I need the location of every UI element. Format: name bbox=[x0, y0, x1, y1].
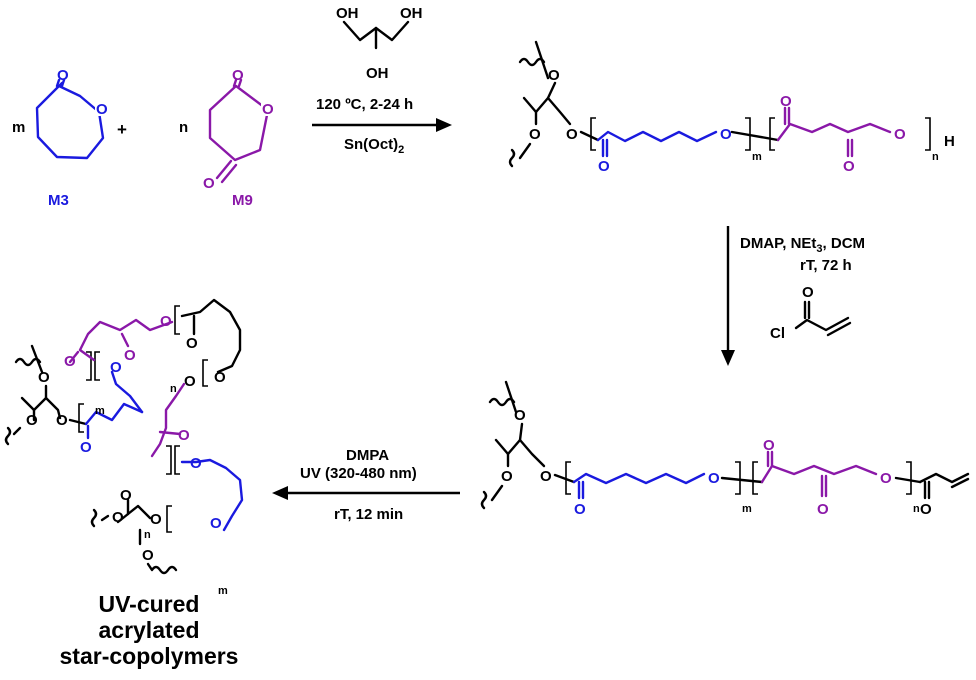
m9-label: M9 bbox=[232, 192, 253, 209]
net-o-4: O bbox=[184, 373, 196, 390]
product-title: UV-cured acrylated star-copolymers bbox=[60, 591, 239, 669]
monomer-m9: n O O O M9 bbox=[179, 67, 275, 209]
title-line-2: acrylated bbox=[98, 617, 199, 643]
m3-label: M3 bbox=[48, 192, 69, 209]
p2-ester-o-blue: O bbox=[574, 501, 586, 518]
p2-chain-o-purple: O bbox=[880, 470, 892, 487]
p1-chain-o-purple: O bbox=[894, 126, 906, 143]
acryloyl-o: O bbox=[802, 284, 814, 301]
net-chain-o-3: O bbox=[190, 455, 202, 472]
net-o-8: O bbox=[142, 547, 154, 564]
p1-o-left: O bbox=[529, 126, 541, 143]
p1-ketone-o-2: O bbox=[843, 158, 855, 175]
p1-o-right: O bbox=[566, 126, 578, 143]
step1-arrowhead bbox=[436, 118, 452, 132]
p2-ketone-o-2: O bbox=[817, 501, 829, 518]
title-line-3: star-copolymers bbox=[60, 643, 239, 669]
p1-sub-n: n bbox=[932, 151, 939, 163]
net-chain-o-2: O bbox=[160, 313, 172, 330]
p1-terminal-h: H bbox=[944, 133, 955, 150]
step2-line1: DMAP, NEt3, DCM bbox=[740, 235, 865, 255]
m9-carbonyl-o: O bbox=[232, 67, 244, 84]
net-ketone-o-3: O bbox=[178, 427, 190, 444]
p1-sub-m: m bbox=[752, 151, 762, 163]
m9-coefficient: n bbox=[179, 119, 188, 136]
net-o-3: O bbox=[56, 412, 68, 429]
net-ester-o-1: O bbox=[80, 439, 92, 456]
p2-o-left: O bbox=[501, 468, 513, 485]
m3-ring-o: O bbox=[96, 101, 108, 118]
m9-ring-o: O bbox=[262, 101, 274, 118]
step2-line2: rT, 72 h bbox=[800, 257, 852, 274]
net-o-6: O bbox=[112, 509, 124, 526]
monomer-m3: m O O M3 bbox=[12, 67, 109, 209]
p2-acrylate-o: O bbox=[920, 501, 932, 518]
plus-sign: + bbox=[117, 120, 127, 139]
step1: OH OH OH 120 ºC, 2-24 h Sn(Oct)2 bbox=[312, 5, 452, 156]
p2-ketone-o-1: O bbox=[763, 437, 775, 454]
step2-arrowhead bbox=[721, 350, 735, 366]
glycerol-oh-3: OH bbox=[366, 65, 389, 82]
step1-catalyst: Sn(Oct)2 bbox=[344, 136, 404, 156]
net-sub-n-1: n bbox=[170, 383, 177, 395]
product-1: O O O O O m O O O n H bbox=[508, 40, 955, 175]
net-sub-n-2: n bbox=[144, 529, 151, 541]
acryloyl-cl: Cl bbox=[770, 325, 785, 342]
net-o-5: O bbox=[120, 487, 132, 504]
step3-line1: DMPA bbox=[346, 447, 389, 464]
step2: DMAP, NEt3, DCM rT, 72 h O Cl bbox=[721, 226, 865, 366]
net-acrylate-o-1: O bbox=[186, 335, 198, 352]
net-ketone-o-1: O bbox=[64, 353, 76, 370]
title-line-1: UV-cured bbox=[99, 591, 200, 617]
step3-arrowhead bbox=[272, 486, 288, 500]
net-chain-o-1: O bbox=[110, 359, 122, 376]
m9-keto-o: O bbox=[203, 175, 215, 192]
net-acrylate-o-2: O bbox=[214, 369, 226, 386]
net-ketone-o-2: O bbox=[124, 347, 136, 364]
net-ester-o-2: O bbox=[210, 515, 222, 532]
p2-sub-n: n bbox=[913, 503, 920, 515]
glycerol-oh-1: OH bbox=[336, 5, 359, 22]
step3-line3: rT, 12 min bbox=[334, 506, 403, 523]
net-sub-m-2: m bbox=[218, 585, 228, 597]
p2-sub-m: m bbox=[742, 503, 752, 515]
p2-chain-o-blue: O bbox=[708, 470, 720, 487]
p1-o-top: O bbox=[548, 67, 560, 84]
product-2: O O O O O m O O O n O bbox=[480, 380, 970, 518]
step3: DMPA UV (320-480 nm) rT, 12 min bbox=[272, 447, 460, 523]
net-o-1: O bbox=[38, 369, 50, 386]
net-o-2: O bbox=[26, 412, 38, 429]
step3-line2: UV (320-480 nm) bbox=[300, 465, 417, 482]
p2-o-right: O bbox=[540, 468, 552, 485]
p1-ketone-o-1: O bbox=[780, 93, 792, 110]
p2-o-top: O bbox=[514, 407, 526, 424]
net-o-7: O bbox=[150, 511, 162, 528]
m3-coefficient: m bbox=[12, 119, 25, 136]
step1-conditions: 120 ºC, 2-24 h bbox=[316, 96, 413, 113]
glycerol-oh-2: OH bbox=[400, 5, 423, 22]
p1-ester-o-blue: O bbox=[598, 158, 610, 175]
net-sub-m-1: m bbox=[95, 405, 105, 417]
m3-carbonyl-o: O bbox=[57, 67, 69, 84]
crosslinked-network: O O O O m O O O O O O O n O bbox=[4, 298, 244, 597]
p1-chain-o-blue: O bbox=[720, 126, 732, 143]
